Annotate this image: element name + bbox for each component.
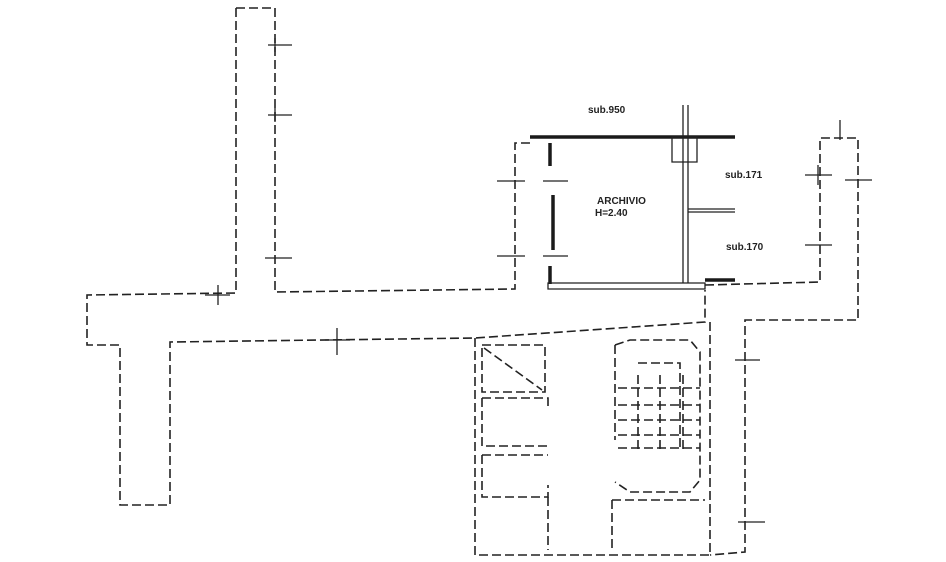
- label-sub-171: sub.171: [725, 170, 763, 181]
- archive-walls: [530, 105, 735, 290]
- room-name: ARCHIVIO: [597, 196, 646, 207]
- room-height: H=2.40: [595, 208, 628, 219]
- dashed-outline: [86, 7, 859, 556]
- label-sub-950: sub.950: [588, 105, 626, 116]
- label-sub-170: sub.170: [726, 242, 764, 253]
- ticks: [205, 38, 872, 523]
- stair-and-rooms: [481, 339, 705, 552]
